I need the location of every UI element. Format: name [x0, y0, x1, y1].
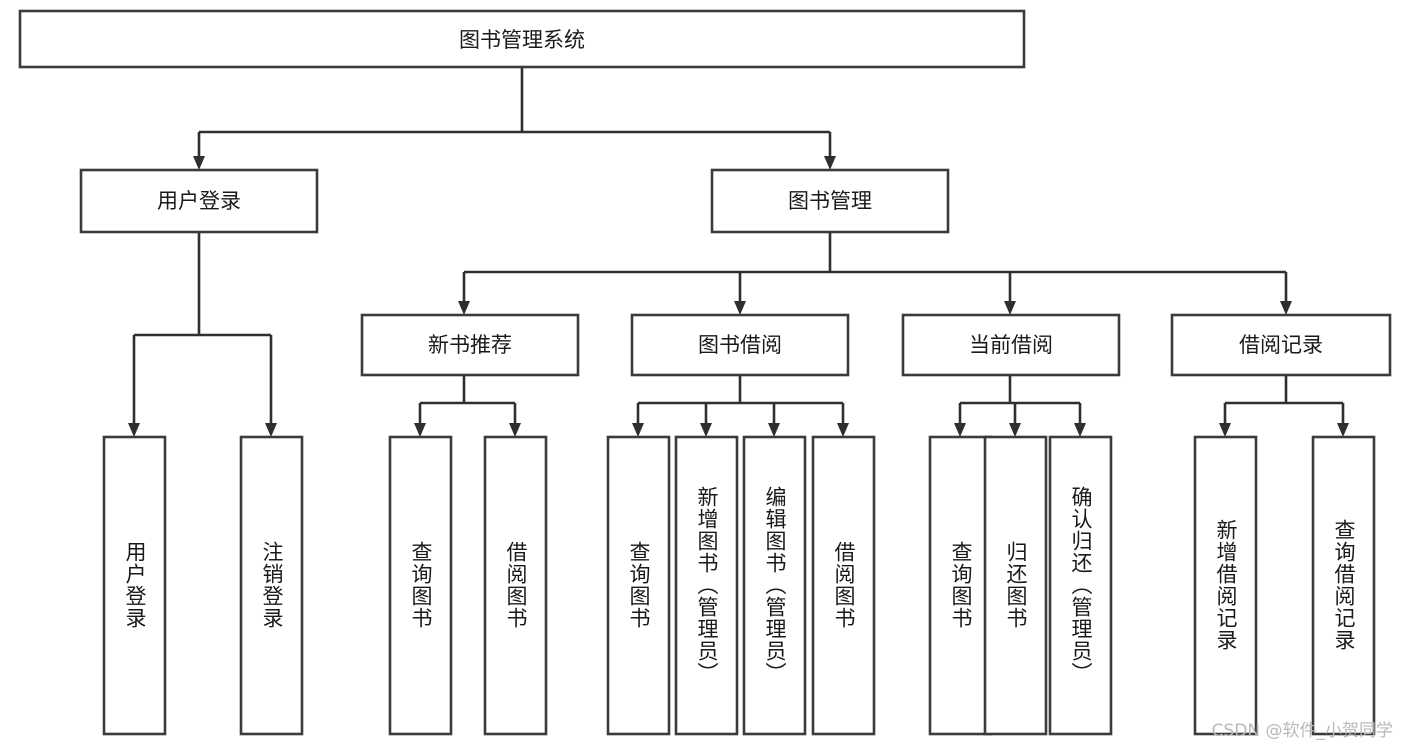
node-label-book-borrow: 图书借阅	[698, 333, 782, 357]
node-new-book-recommend[interactable]: 新书推荐	[360, 313, 580, 377]
connector-group-book-mgmt	[458, 232, 1292, 315]
leaf-node-book-borrow-2[interactable]: 新增图书（管理员）	[674, 435, 739, 736]
node-current-borrow[interactable]: 当前借阅	[901, 313, 1121, 377]
leaf-box-book-borrow-3[interactable]	[742, 435, 807, 736]
arrow-to-user-login	[193, 156, 205, 170]
leaf-box-book-borrow-2[interactable]	[674, 435, 739, 736]
node-label-system-root: 图书管理系统	[459, 28, 585, 52]
leaf-label-book-borrow-3: 编辑图书（管理员）	[763, 486, 787, 684]
leaf-node-new-book-recommend-2[interactable]: 借阅图书	[483, 435, 548, 736]
node-book-borrow[interactable]: 图书借阅	[630, 313, 850, 377]
leaf-label-book-borrow-4: 借阅图书	[832, 541, 856, 629]
leaf-node-borrow-record-1[interactable]: 新增借阅记录	[1193, 435, 1258, 736]
leaf-label-new-book-recommend-1: 查询图书	[409, 541, 433, 629]
leaf-node-book-borrow-4[interactable]: 借阅图书	[811, 435, 876, 736]
node-book-management[interactable]: 图书管理	[710, 168, 950, 234]
leaf-box-current-borrow-1[interactable]	[928, 435, 993, 736]
leaf-box-borrow-record-1[interactable]	[1193, 435, 1258, 736]
arrow-user-login-leaf-1	[128, 423, 140, 437]
connector-group-user-login	[128, 232, 277, 437]
arrow-bb-leaf-3	[768, 423, 780, 437]
arrow-to-new-book-recommend	[458, 301, 470, 315]
node-system-root[interactable]: 图书管理系统	[18, 9, 1026, 69]
arrow-to-book-mgmt	[824, 156, 836, 170]
connector-group-new-book-recommend	[414, 375, 521, 437]
arrow-bb-leaf-2	[700, 423, 712, 437]
csdn-watermark: CSDN @软件_小贺同学	[1211, 721, 1393, 741]
arrow-user-login-leaf-2	[265, 423, 277, 437]
leaf-box-user-login-1[interactable]	[102, 435, 167, 736]
leaf-label-user-login-1: 用户登录	[123, 541, 147, 629]
arrow-cb-leaf-2	[1009, 423, 1021, 437]
arrow-nbr-leaf-1	[414, 423, 426, 437]
leaf-node-new-book-recommend-1[interactable]: 查询图书	[388, 435, 453, 736]
node-box-system-root[interactable]	[18, 9, 1026, 69]
leaf-node-user-login-2[interactable]: 注销登录	[239, 435, 304, 736]
leaf-box-current-borrow-2[interactable]	[983, 435, 1048, 736]
connector-group-borrow-record	[1219, 375, 1349, 437]
node-label-new-book-recommend: 新书推荐	[428, 333, 512, 357]
node-box-book-management[interactable]	[710, 168, 950, 234]
arrow-br-leaf-2	[1337, 423, 1349, 437]
node-borrow-record[interactable]: 借阅记录	[1170, 313, 1392, 377]
node-box-user-login[interactable]	[79, 168, 319, 234]
node-label-borrow-record: 借阅记录	[1239, 333, 1323, 357]
leaf-label-book-borrow-2: 新增图书（管理员）	[695, 486, 719, 684]
arrow-to-current-borrow	[1004, 301, 1016, 315]
connector-group-book-borrow	[632, 375, 849, 437]
arrow-bb-leaf-4	[837, 423, 849, 437]
node-label-book-management: 图书管理	[788, 189, 872, 213]
leaf-label-current-borrow-1: 查询图书	[949, 541, 973, 629]
leaf-label-new-book-recommend-2: 借阅图书	[504, 541, 528, 629]
leaf-label-borrow-record-1: 新增借阅记录	[1214, 519, 1238, 651]
arrow-to-borrow-record	[1280, 301, 1292, 315]
node-box-current-borrow[interactable]	[901, 313, 1121, 377]
connector-group-root	[193, 67, 836, 170]
leaf-box-borrow-record-2[interactable]	[1311, 435, 1376, 736]
node-user-login[interactable]: 用户登录	[79, 168, 319, 234]
node-label-current-borrow: 当前借阅	[969, 333, 1053, 357]
node-box-borrow-record[interactable]	[1170, 313, 1392, 377]
node-label-user-login: 用户登录	[157, 189, 241, 213]
leaf-box-book-borrow-1[interactable]	[606, 435, 671, 736]
node-box-new-book-recommend[interactable]	[360, 313, 580, 377]
leaf-node-borrow-record-2[interactable]: 查询借阅记录	[1311, 435, 1376, 736]
leaf-label-borrow-record-2: 查询借阅记录	[1332, 519, 1356, 651]
leaf-node-current-borrow-3[interactable]: 确认归还（管理员）	[1048, 435, 1113, 736]
leaf-label-user-login-2: 注销登录	[260, 541, 284, 629]
arrow-to-book-borrow	[734, 301, 746, 315]
leaf-box-user-login-2[interactable]	[239, 435, 304, 736]
leaf-label-current-borrow-2: 归还图书	[1004, 541, 1028, 629]
leaf-node-user-login-1[interactable]: 用户登录	[102, 435, 167, 736]
leaf-box-book-borrow-4[interactable]	[811, 435, 876, 736]
leaf-node-current-borrow-2[interactable]: 归还图书	[983, 435, 1048, 736]
leaf-box-new-book-recommend-1[interactable]	[388, 435, 453, 736]
connector-group-current-borrow	[954, 375, 1086, 437]
leaf-label-current-borrow-3: 确认归还（管理员）	[1069, 486, 1093, 684]
node-box-book-borrow[interactable]	[630, 313, 850, 377]
leaf-node-book-borrow-1[interactable]: 查询图书	[606, 435, 671, 736]
arrow-cb-leaf-1	[954, 423, 966, 437]
arrow-bb-leaf-1	[632, 423, 644, 437]
leaf-label-book-borrow-1: 查询图书	[627, 541, 651, 629]
leaf-node-book-borrow-3[interactable]: 编辑图书（管理员）	[742, 435, 807, 736]
leaf-box-current-borrow-3[interactable]	[1048, 435, 1113, 736]
arrow-br-leaf-1	[1219, 423, 1231, 437]
leaf-box-new-book-recommend-2[interactable]	[483, 435, 548, 736]
leaf-node-current-borrow-1[interactable]: 查询图书	[928, 435, 993, 736]
arrow-cb-leaf-3	[1074, 423, 1086, 437]
arrow-nbr-leaf-2	[509, 423, 521, 437]
